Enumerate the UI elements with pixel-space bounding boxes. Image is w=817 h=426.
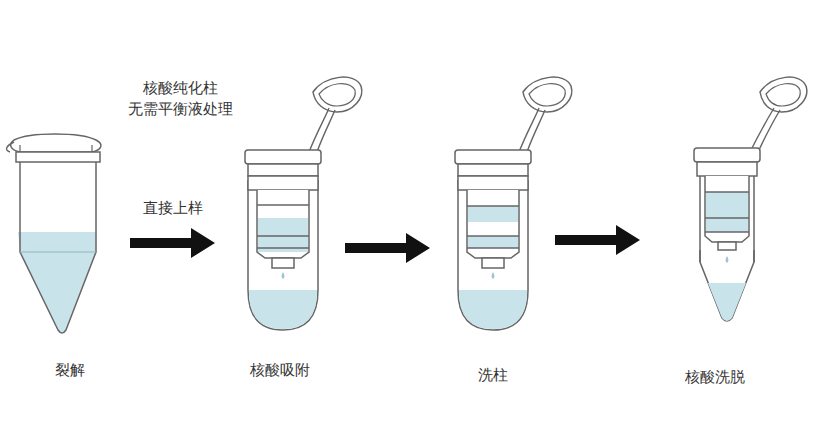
- step-caption: 裂解: [10, 360, 130, 380]
- step-caption: 洗柱: [430, 365, 555, 385]
- tube-step: 洗柱: [430, 75, 555, 385]
- flow-arrow: [130, 228, 215, 258]
- flow-arrow: [555, 225, 640, 255]
- arrow-label: 直接上样: [143, 198, 203, 219]
- flow-arrow: [345, 233, 430, 263]
- tube-step: 裂解: [10, 140, 130, 380]
- step-caption: 核酸洗脱: [640, 367, 790, 387]
- tube-step: 核酸洗脱: [640, 75, 790, 387]
- tube-step: 核酸吸附: [215, 75, 345, 380]
- step-caption: 核酸吸附: [215, 360, 345, 380]
- note-label: 核酸纯化柱 无需平衡液处理: [115, 78, 245, 120]
